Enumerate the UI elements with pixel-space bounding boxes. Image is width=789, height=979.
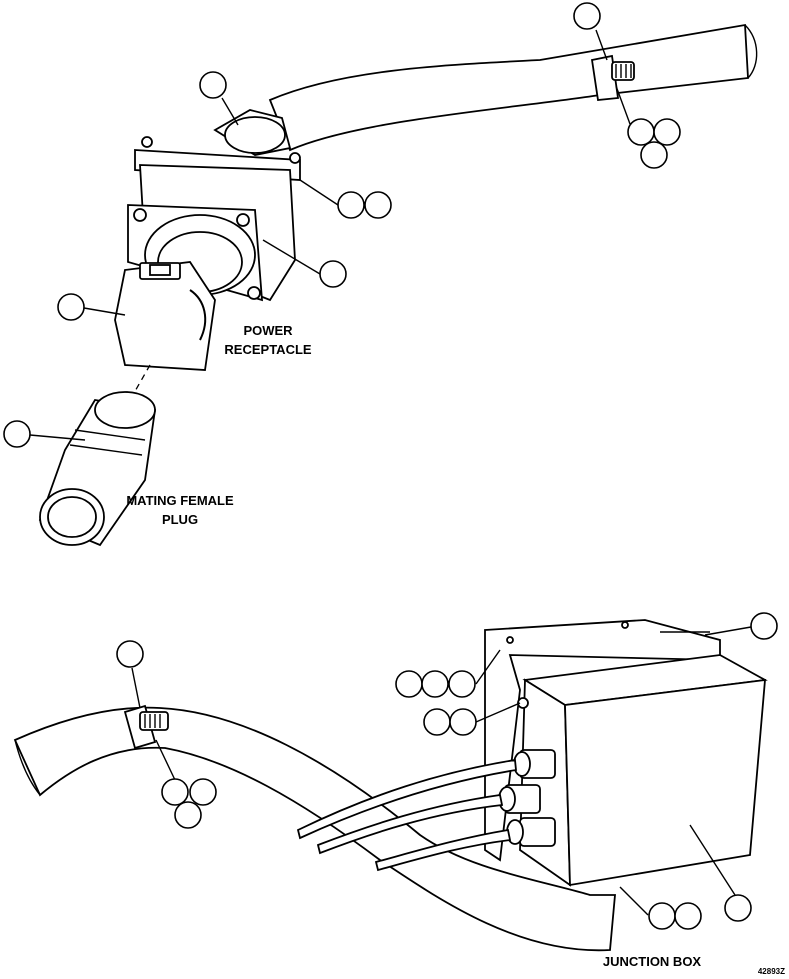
callout-balloon [116, 640, 144, 668]
power-receptacle-label-line2: RECEPTACLE [224, 342, 311, 357]
callout-balloon [174, 801, 202, 829]
callout-balloon [648, 902, 676, 930]
lower-callouts [116, 612, 778, 930]
upper-cable-clamp [590, 54, 635, 101]
callout-balloon [3, 420, 31, 448]
mating-plug-label-line2: PLUG [162, 512, 198, 527]
callout-balloon [161, 778, 189, 806]
callout-balloon [750, 612, 778, 640]
callout-balloon [640, 141, 668, 169]
callout-balloon [57, 293, 85, 321]
callout-balloon [337, 191, 365, 219]
callout-balloon [364, 191, 392, 219]
lower-cable-clamp [123, 704, 169, 750]
callout-balloon [653, 118, 681, 146]
callout-balloon [189, 778, 217, 806]
power-receptacle [127, 109, 301, 302]
callout-balloon [448, 670, 476, 698]
power-receptacle-label-line1: POWER [243, 323, 293, 338]
upper-leader-lines [29, 29, 631, 441]
mating-female-plug [38, 391, 157, 547]
callout-balloon [421, 670, 449, 698]
lower-cable [13, 706, 616, 952]
figure-number: 42893Z [758, 967, 785, 976]
lower-leader-lines [131, 626, 752, 916]
callout-balloon [724, 894, 752, 922]
callout-balloon [449, 708, 477, 736]
cable-glands [498, 749, 556, 847]
upper-cable [268, 23, 758, 152]
callout-balloon [573, 2, 601, 30]
callout-balloon [674, 902, 702, 930]
mating-plug-label-line1: MATING FEMALE [126, 493, 234, 508]
callout-balloon [319, 260, 347, 288]
receptacle-cap [114, 261, 216, 371]
junction-box-label: JUNCTION BOX [603, 954, 702, 969]
callout-balloon [627, 118, 655, 146]
callout-balloon [395, 670, 423, 698]
callout-balloon [423, 708, 451, 736]
junction-box [517, 654, 768, 887]
junction-box-wires [296, 758, 517, 872]
upper-callouts [3, 2, 681, 448]
callout-balloon [199, 71, 227, 99]
junction-box-mounting-bracket [484, 619, 721, 862]
